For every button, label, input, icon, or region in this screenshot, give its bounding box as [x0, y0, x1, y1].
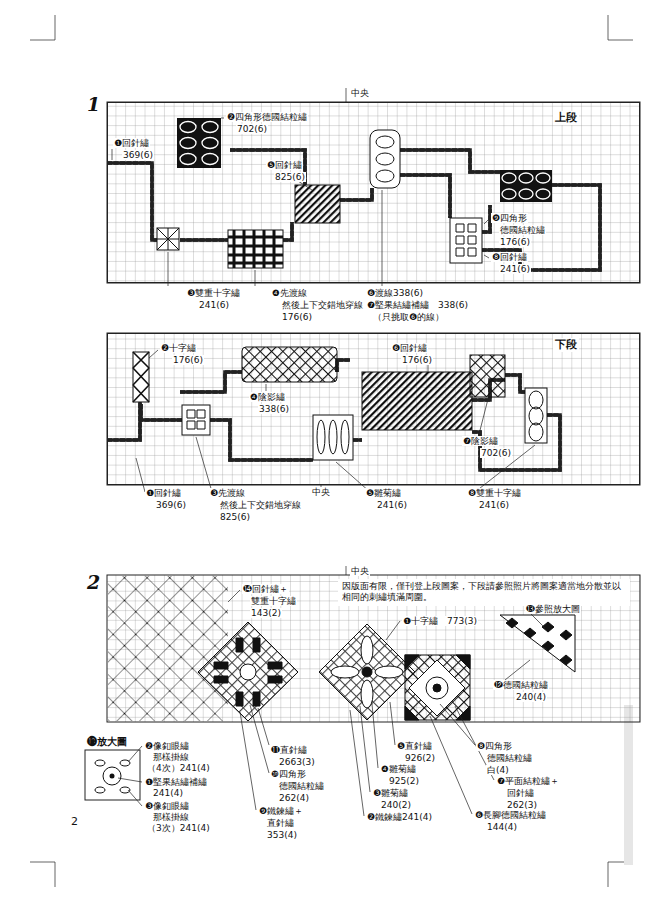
thread-number: 825(6)	[219, 512, 251, 522]
thread-number: 240(2)	[380, 800, 412, 810]
thread-number: 176(6)	[281, 312, 313, 322]
callout-label: ❹陰影繡	[249, 392, 286, 402]
callout-label: ❷四角形德國結粒繡	[226, 112, 308, 122]
thread-number: （3次）241(4)	[146, 823, 211, 833]
callout-label: 回針繡	[506, 788, 535, 798]
thread-number: 338(6)	[258, 404, 290, 414]
callout-label: 然後上下交錯地穿線	[219, 500, 302, 510]
grid	[107, 102, 640, 283]
callout-label: 德國結粒繡	[499, 225, 546, 235]
callout-label: ❸先渡線	[209, 488, 246, 498]
callout-label: ❶回針繡	[145, 488, 182, 498]
callout-label: ❶堅果結繡補繡	[144, 777, 208, 787]
thread-number: 369(6)	[122, 150, 154, 160]
chart-panel: 上段	[107, 102, 640, 283]
thread-number: 262(3)	[506, 800, 538, 810]
callout-note: （只挑取❻的線）	[372, 312, 445, 322]
callout-label: ❶十字繡 773(3)	[402, 616, 478, 626]
thread-number: 176(6)	[499, 237, 531, 247]
thread-number: 926(2)	[404, 753, 436, 763]
thread-number: 369(6)	[155, 500, 187, 510]
thread-number: 825(6)	[274, 172, 306, 182]
center-mark: 中央	[350, 566, 370, 576]
callout-label: ❻回針繡	[391, 343, 428, 353]
thread-number: 702(6)	[480, 448, 512, 458]
thread-number: 143(2)	[250, 608, 282, 618]
stitch-block	[133, 347, 547, 460]
grid	[107, 333, 640, 485]
callout-label: ❶回針繡	[113, 138, 150, 148]
side-bar	[624, 705, 633, 865]
thread-number: 353(4)	[266, 830, 298, 840]
leader-line	[112, 88, 545, 816]
callout-label: 德國結粒繡	[486, 753, 533, 763]
callout-label: ❷鐵鍊繡241(4)	[366, 812, 433, 822]
callout-label: ❼平面結粒繡＋	[496, 776, 560, 786]
callout-label: ❷像釦眼繡	[144, 741, 190, 751]
callout-label: ❽回針繡	[491, 252, 528, 262]
section-number: 2	[86, 572, 101, 594]
center-mark: 中央	[350, 88, 370, 98]
center-mark: 中央	[311, 487, 331, 497]
callout-label: ❷十字繡	[160, 343, 197, 353]
thread-number: （4次）241(4)	[146, 763, 211, 773]
thread-number: 241(6)	[198, 300, 230, 310]
callout-label: ❽雙重十字繡	[467, 488, 522, 498]
magnified-title: ⓭放大圖	[86, 736, 128, 748]
callout-label: ❾四角形	[491, 213, 528, 223]
callout-label: ❿四角形	[270, 769, 307, 779]
stitch-block	[157, 130, 482, 268]
grid	[107, 575, 640, 722]
callout-label: ❼堅果結繡補繡 338(6)	[366, 300, 469, 310]
callout-label: ❺直針繡	[396, 741, 433, 751]
callout-label: ❾鐵鍊繡＋	[258, 806, 304, 816]
callout-label: ❺雛菊繡	[365, 488, 402, 498]
callout-label: ⓮回針繡＋	[242, 584, 289, 594]
callout-label: 德國結粒繡	[278, 781, 325, 791]
thread-number: 240(4)	[515, 692, 547, 702]
note-box: 因版面有限，僅刊登上段圖案，下段請參照照片將圖案適當地分散並以相同的刺繡填滿周圍…	[338, 579, 630, 606]
callout-label: ❸雛菊繡	[372, 788, 409, 798]
note-text: 因版面有限，僅刊登上段圖案，下段請參照照片將圖案適當地分散並以相同的刺繡填滿周圍…	[342, 581, 626, 604]
section-tag: 下段	[553, 338, 579, 352]
section-tag: 上段	[553, 111, 579, 125]
section-number: 1	[86, 94, 101, 116]
thread-number: 176(6)	[172, 355, 204, 365]
callout-label: ❼陰影繡	[462, 436, 499, 446]
callout-label: 直針繡	[266, 818, 295, 828]
page-number: 2	[70, 816, 79, 829]
callout-label: ❽四角形	[476, 741, 513, 751]
callout-label: 雙重十字繡	[250, 596, 297, 606]
callout-label: ❹雛菊繡	[380, 764, 417, 774]
callout-label: 然後上下交錯地穿線	[281, 300, 364, 310]
thread-number: 241(6)	[499, 264, 531, 274]
thread-number: 262(4)	[278, 793, 310, 803]
callout-label: ❹先渡線	[271, 288, 308, 298]
thread-number: 241(4)	[152, 788, 184, 798]
callout-label: ❻長腳德國結粒繡	[474, 810, 547, 820]
callout-label: 那樣掛線	[152, 752, 190, 762]
thread-number: 白(4)	[486, 765, 510, 775]
motif	[198, 615, 575, 721]
thread-number: 144(4)	[486, 822, 518, 832]
callout-label: ⓭參照放大圖	[525, 604, 581, 614]
callout-label: ❸像釦眼繡	[144, 801, 190, 811]
callout-label: ❸雙重十字繡	[186, 288, 241, 298]
thread-number: 702(6)	[236, 124, 268, 134]
thread-number: 241(6)	[478, 500, 510, 510]
callout-label: 那樣掛線	[152, 812, 190, 822]
lattice	[108, 576, 228, 721]
thread-number: 925(2)	[388, 776, 420, 786]
callout-label: ⓬德國結粒繡	[493, 680, 549, 690]
callout-label: ❻渡線338(6)	[366, 288, 424, 298]
thread-number: 176(6)	[401, 355, 433, 365]
callout-label: ❺回針繡	[266, 160, 303, 170]
callout-label: ⓫直針繡	[270, 745, 308, 755]
german-knot-square	[177, 118, 552, 202]
thread-number: 241(6)	[376, 500, 408, 510]
thread-number: 2663(3)	[278, 757, 316, 767]
